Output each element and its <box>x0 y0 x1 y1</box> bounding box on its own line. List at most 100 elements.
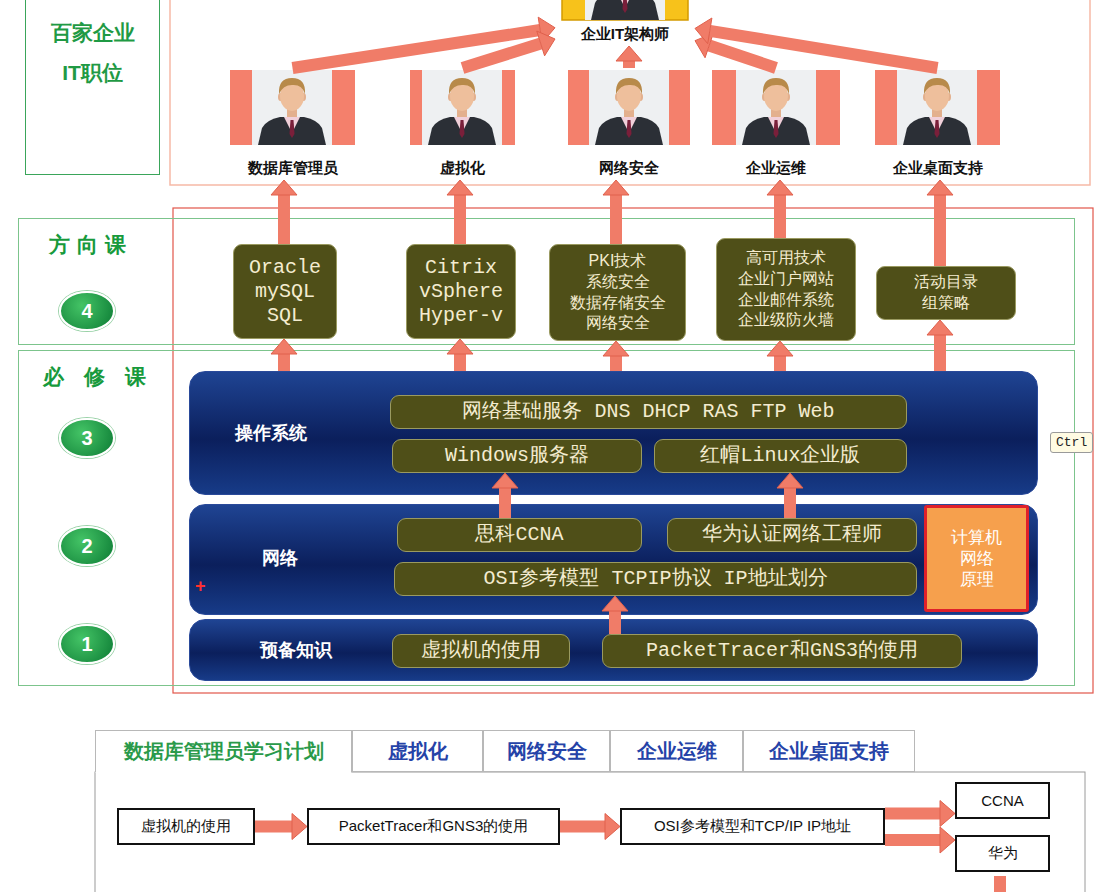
node-text: 网络 <box>262 548 298 569</box>
node-text: 虚拟化 <box>440 159 485 180</box>
course-box: 高可用技术 企业门户网站 企业邮件系统 企业级防火墙 <box>716 238 856 341</box>
node-text: 方向课 <box>49 231 133 259</box>
arrow-shaft <box>278 354 290 371</box>
plan-step: PacketTracer和GNS3的使用 <box>307 808 560 845</box>
node-text: PacketTracer和GNS3的使用 <box>646 639 918 663</box>
node-text: PKI技术 系统安全 数据存储安全 网络安全 <box>562 251 674 334</box>
node-text: 虚拟机的使用 <box>421 639 541 663</box>
block-arrow <box>603 180 629 244</box>
arrow-head <box>616 46 642 61</box>
photo-frame <box>712 70 840 145</box>
arrow-stub <box>994 876 1006 892</box>
layer-band: 思科CCNA 华为认证网络工程师 计算机 网络 原理 OSI参考模型 TCPIP协议 … <box>189 504 1038 615</box>
tab: 数据库管理员学习计划 <box>95 730 352 773</box>
plan-step: 华为 <box>955 835 1050 872</box>
step-number: 1 <box>59 624 115 664</box>
node-text: 2 <box>81 535 92 558</box>
arrow-shaft <box>463 43 541 68</box>
step-number: 3 <box>59 418 115 458</box>
node-text: PacketTracer和GNS3的使用 <box>339 817 529 836</box>
person-photo <box>589 70 669 145</box>
layer-band: 虚拟机的使用PacketTracer和GNS3的使用预备知识 <box>189 619 1038 681</box>
node-text: OSI参考模型 TCPIP协议 IP地址划分 <box>483 567 827 591</box>
arrow-head <box>492 473 518 488</box>
arrow-shaft <box>623 61 635 68</box>
role-box: 企业运维 <box>712 68 840 180</box>
block-arrow <box>603 341 629 371</box>
highlight-box: 计算机 网络 原理 <box>924 505 1029 612</box>
node-text: 企业IT架构师 <box>581 25 669 46</box>
arrow-head <box>695 33 713 58</box>
arrow-shaft <box>774 195 786 238</box>
block-arrow <box>447 339 473 371</box>
role-box: 虚拟化 <box>410 68 515 180</box>
arrow-shaft <box>278 195 290 244</box>
arrow-shaft <box>560 821 605 833</box>
arrow-shaft <box>609 611 621 634</box>
node-text: 百家企业 IT职位 <box>30 13 155 93</box>
node-text: 活动目录 组策略 <box>891 272 1001 314</box>
plan-step: CCNA <box>955 782 1050 819</box>
arrow-head <box>292 814 307 840</box>
tab: 网络安全 <box>483 730 610 772</box>
node-text: 1 <box>81 633 92 656</box>
node-text: CCNA <box>981 792 1024 809</box>
node-text: 华为认证网络工程师 <box>702 523 882 547</box>
course-box: PacketTracer和GNS3的使用 <box>602 634 962 668</box>
node-text: 4 <box>81 300 92 323</box>
arrow-head <box>271 339 297 354</box>
photo-frame <box>230 70 355 145</box>
arrow-head <box>927 320 953 335</box>
arrow-head <box>767 180 793 195</box>
arrow-head <box>603 180 629 195</box>
person-photo <box>897 70 977 145</box>
arrow-shaft <box>710 31 938 68</box>
arrow-shaft <box>784 488 796 518</box>
node-text: 网络安全 <box>507 738 587 765</box>
tab: 企业运维 <box>610 730 743 772</box>
arrow-shaft <box>885 808 940 820</box>
arrow-head <box>537 31 555 56</box>
block-arrow <box>767 180 793 238</box>
arrow-shaft <box>934 195 946 266</box>
title-box: 百家企业 IT职位 <box>25 0 160 175</box>
node-text: 华为 <box>988 844 1018 863</box>
block-arrow <box>767 341 793 371</box>
course-box: 网络基础服务 DNS DHCP RAS FTP Web <box>390 395 907 429</box>
node-text: 企业运维 <box>746 159 806 180</box>
arrow-shaft <box>885 834 940 846</box>
layer-band: 网络基础服务 DNS DHCP RAS FTP WebWindows服务器红帽L… <box>189 371 1038 495</box>
arrow-head <box>602 596 628 611</box>
node-text: 数据库管理员 <box>248 159 338 180</box>
course-box: Oracle mySQL SQL <box>233 244 337 339</box>
arrow-head <box>940 827 955 853</box>
photo-frame <box>568 70 690 145</box>
person-photo <box>422 70 502 145</box>
arrow-shaft <box>454 195 466 244</box>
arrow-head <box>605 814 620 840</box>
step-number: 2 <box>59 526 115 566</box>
node-text: 网络基础服务 DNS DHCP RAS FTP Web <box>462 400 834 424</box>
step-number: 4 <box>59 291 115 331</box>
node-text: Windows服务器 <box>445 444 589 468</box>
node-text: 数据库管理员学习计划 <box>124 738 324 765</box>
block-arrow <box>885 801 955 827</box>
block-arrow <box>293 17 556 68</box>
role-box: 数据库管理员 <box>230 68 355 180</box>
arrow-head <box>271 180 297 195</box>
block-arrow <box>271 180 297 244</box>
region-outline <box>173 208 1093 693</box>
node-text: OSI参考模型和TCP/IP IP地址 <box>654 817 851 836</box>
block-arrow <box>463 31 556 68</box>
photo-frame <box>410 70 515 145</box>
arrow-head <box>538 17 555 43</box>
region-outline <box>170 0 1090 185</box>
node-text: 操作系统 <box>235 423 307 444</box>
person-photo <box>252 70 332 145</box>
course-box: 思科CCNA <box>397 518 642 552</box>
node-text: 3 <box>81 427 92 450</box>
node-text: 企业桌面支持 <box>893 159 983 180</box>
node-text: 虚拟化 <box>388 738 448 765</box>
node-text: 网络安全 <box>599 159 659 180</box>
arrow-head <box>927 180 953 195</box>
